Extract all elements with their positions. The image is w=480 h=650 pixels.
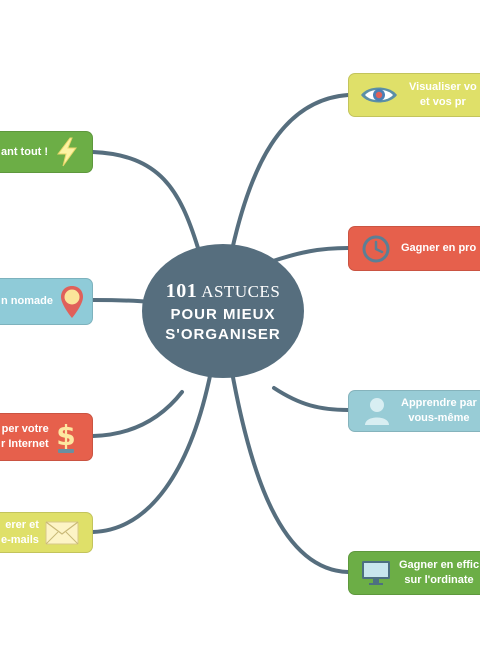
branch-left-3 — [91, 390, 184, 438]
topic-right-4-label-2: sur l'ordinate — [404, 574, 474, 586]
map-pin-icon — [59, 284, 85, 320]
topic-right-1[interactable]: Visualiser vo et vos pr — [348, 73, 480, 117]
central-topic-word: ASTUCES — [201, 281, 281, 301]
dollar-icon: $ — [55, 419, 77, 455]
monitor-icon — [361, 560, 391, 586]
topic-right-4[interactable]: Gagner en effic sur l'ordinate — [348, 551, 480, 595]
topic-right-2[interactable]: Gagner en pro — [348, 226, 480, 271]
branch-right-4 — [230, 370, 350, 574]
topic-left-2[interactable]: n nomade — [0, 278, 93, 325]
branch-left-1 — [91, 150, 200, 250]
central-topic-line2: POUR MIEUX — [170, 305, 276, 323]
envelope-icon — [45, 521, 79, 545]
topic-right-1-label-1: Visualiser vo — [409, 81, 477, 93]
branch-right-3 — [272, 386, 350, 412]
eye-icon — [359, 82, 399, 108]
central-topic-line3: S'ORGANISER — [165, 325, 281, 343]
topic-left-4-label-2: e-mails — [1, 533, 39, 546]
topic-right-4-label-1: Gagner en effic — [399, 559, 480, 571]
topic-left-4[interactable]: erer et e-mails — [0, 512, 93, 553]
topic-left-3-label-2: r Internet — [1, 438, 49, 450]
topic-right-1-label-2: et vos pr — [419, 96, 466, 108]
branch-right-1 — [230, 93, 350, 252]
clock-icon — [361, 234, 391, 264]
topic-left-3[interactable]: per votre r Internet $ — [0, 413, 93, 461]
topic-right-2-label: Gagner en pro — [401, 242, 477, 254]
topic-right-3-label-2: vous-même — [408, 412, 470, 424]
topic-right-3-label-1: Apprendre par — [401, 397, 477, 409]
branch-left-2 — [91, 298, 152, 304]
branch-left-4 — [91, 374, 212, 534]
svg-text:$: $ — [56, 419, 75, 452]
topic-left-3-label-1: per votre — [1, 423, 49, 435]
topic-left-1-label: ant tout ! — [1, 145, 49, 158]
topic-left-2-label: n nomade — [1, 295, 53, 307]
branch-right-2 — [268, 246, 350, 264]
topic-right-3[interactable]: Apprendre par vous-même — [348, 390, 480, 432]
person-icon — [363, 396, 391, 426]
lightning-icon — [54, 137, 80, 167]
central-topic-number: 101 — [165, 279, 198, 302]
topic-left-4-label-1: erer et — [5, 518, 39, 531]
topic-left-1[interactable]: ant tout ! — [0, 131, 93, 173]
